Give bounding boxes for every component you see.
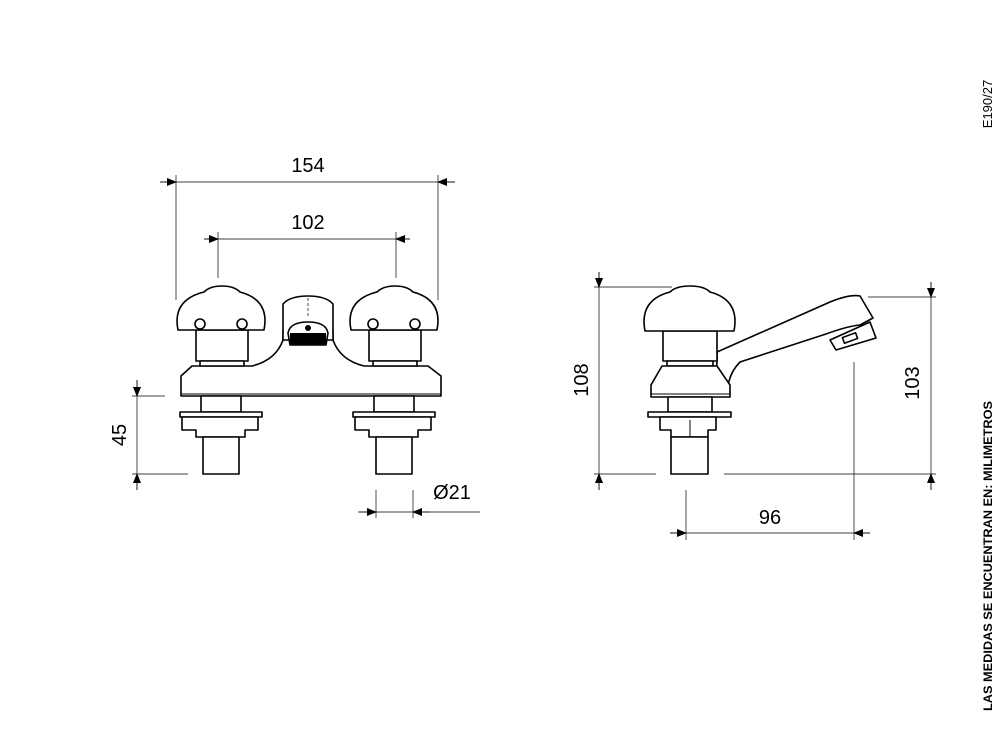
left-shank <box>179 395 263 475</box>
dimension-label: 103 <box>902 366 924 399</box>
spout-arm <box>714 294 874 387</box>
dimension-label: 108 <box>571 363 593 396</box>
left-handle <box>176 285 266 367</box>
right-shank <box>352 395 436 475</box>
side-view: 108 103 96 <box>571 272 936 540</box>
dimension-handle-spacing: 102 <box>204 212 410 278</box>
dimension-label: Ø21 <box>433 482 471 504</box>
right-handle <box>349 285 439 367</box>
aerator <box>290 333 326 345</box>
dimension-label: 154 <box>291 155 324 177</box>
side-body-base <box>650 365 731 398</box>
dimension-label: 45 <box>109 424 131 446</box>
dimension-overall-width: 154 <box>160 155 455 300</box>
units-note: LAS MEDIDAS SE ENCUENTRAN EN: MILIMETROS <box>983 401 995 711</box>
dimension-spout-height: 103 <box>724 282 936 490</box>
side-handle <box>643 285 736 332</box>
dimension-shank-height: 45 <box>109 380 188 490</box>
dimension-shank-diameter: Ø21 <box>358 482 480 518</box>
dimension-spout-reach: 96 <box>670 362 870 540</box>
front-view: 154 102 45 Ø21 <box>109 155 480 518</box>
dimension-label: 96 <box>759 507 781 529</box>
drawing-code: E190/27 <box>980 80 995 128</box>
dimension-label: 102 <box>291 212 324 234</box>
dimension-overall-height: 108 <box>571 272 672 490</box>
